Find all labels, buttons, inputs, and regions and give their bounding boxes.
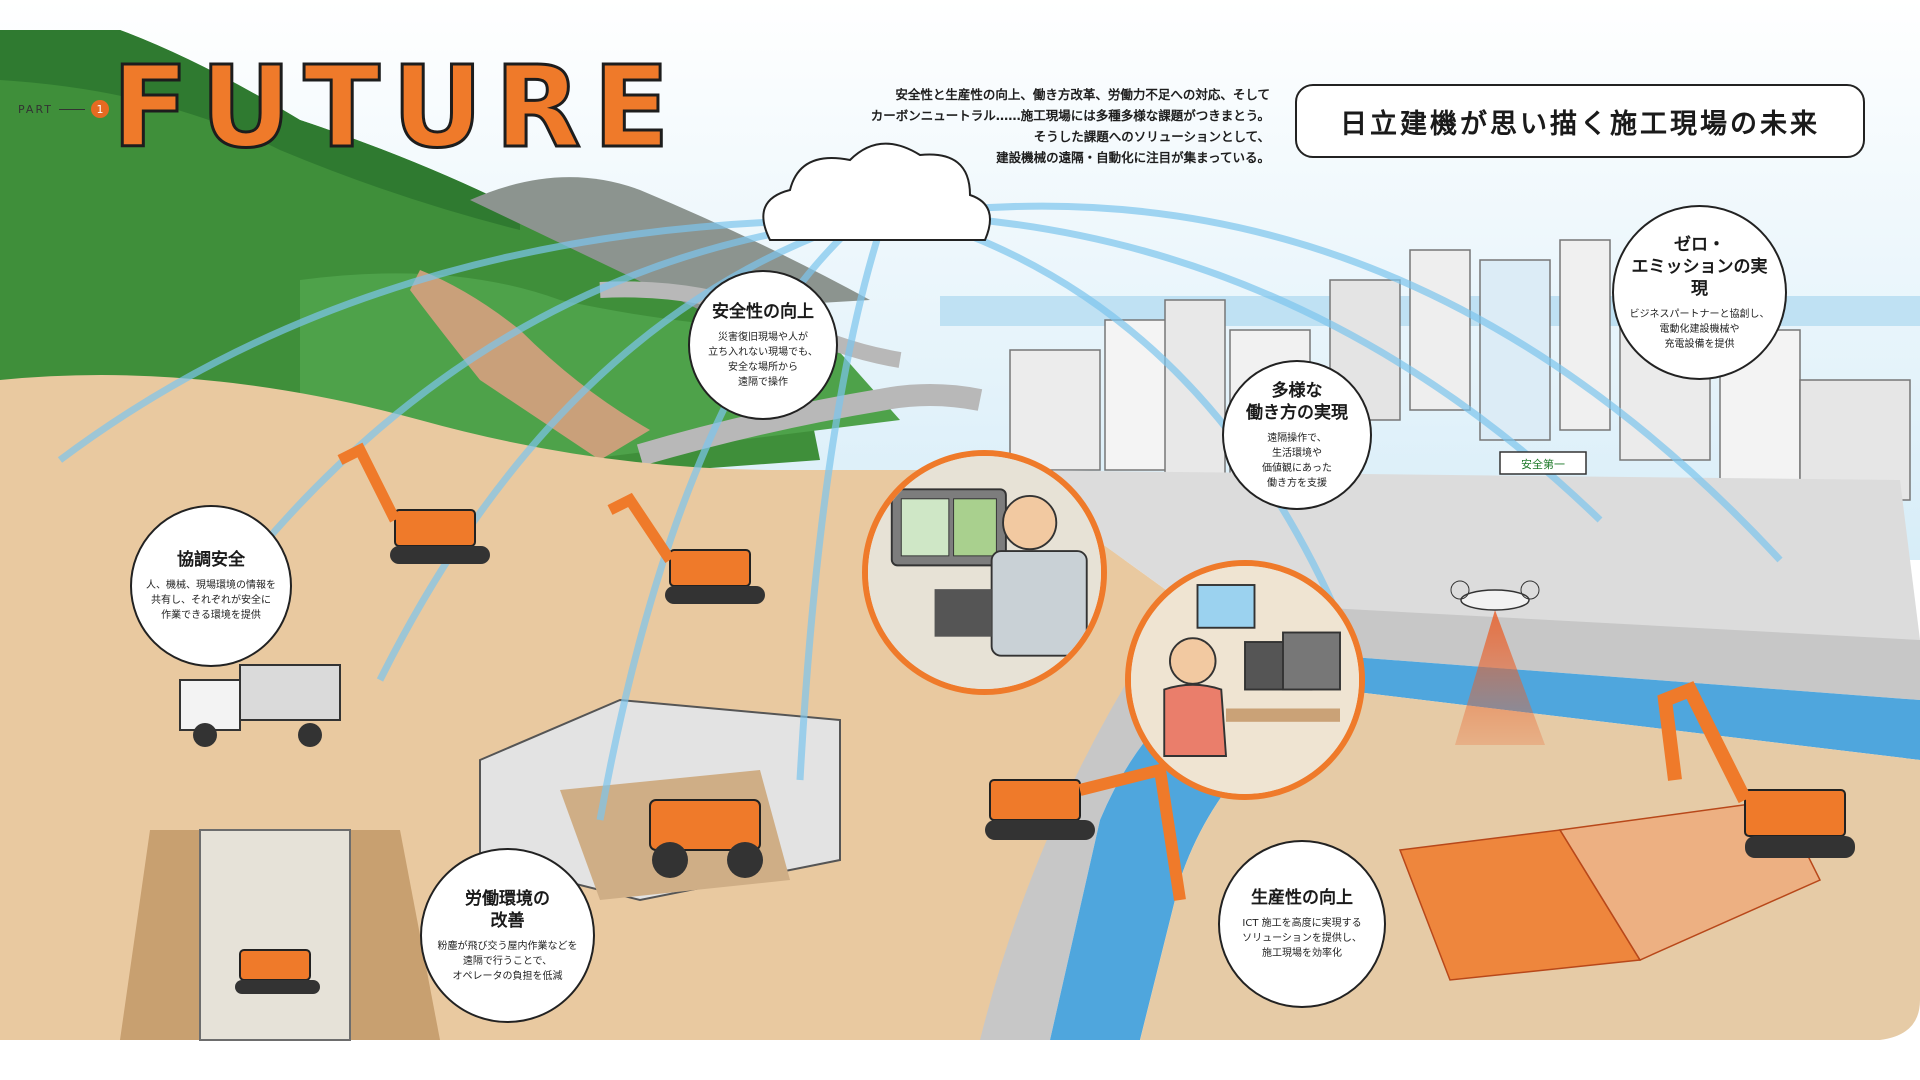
desc-line: ICT 施工を高度に実現する <box>1242 918 1362 929</box>
desc-line: 作業できる環境を提供 <box>161 610 261 621</box>
excavator-bank <box>985 762 1186 901</box>
drone-scan-beam <box>1455 610 1545 745</box>
home-operator-inset <box>1125 560 1365 800</box>
wireless-signal-arcs <box>57 202 1783 821</box>
bubble-safety: 安全性の向上 災害復旧現場や人が 立ち入れない現場でも、 安全な場所から 遠隔で… <box>688 270 838 420</box>
headline-text: 日立建機が思い描く施工現場の未来 <box>1340 108 1820 140</box>
desc-line: 価値観にあった <box>1262 462 1332 474</box>
excavator-river <box>1657 681 1855 858</box>
excavator-slope <box>337 442 490 564</box>
wheel-loader-shed <box>649 799 763 878</box>
bubble-work-styles: 多様な 働き方の実現 遠隔操作で、 生活環境や 価値観にあった 働き方を支援 <box>1222 360 1372 510</box>
bubble-zero-emission-desc: ビジネスパートナーと協創し、 電動化建設機械や 充電設備を提供 <box>1630 307 1770 352</box>
bubble-safety-title: 安全性の向上 <box>712 301 814 322</box>
intro-line: 安全性と生産性の向上、働き方改革、労働力不足への対応、そして <box>895 87 1270 102</box>
bubble-labor-desc: 粉塵が飛び交う屋内作業などを 遠隔で行うことで、 オペレータの負担を低減 <box>438 939 578 984</box>
title-line: 労働環境の <box>465 888 550 909</box>
desc-line: 遠隔操作で、 <box>1267 432 1327 444</box>
page-title: FUTURE <box>111 43 682 173</box>
excavator-middle <box>607 492 765 604</box>
desc-line: 安全な場所から <box>727 361 798 373</box>
part-label: PART 1 <box>18 100 110 118</box>
desc-line: 人、機械、現場環境の情報を <box>146 580 276 591</box>
desc-line: 働き方を支援 <box>1267 477 1327 489</box>
title-line: 多様な <box>1271 380 1323 401</box>
bubble-work-styles-desc: 遠隔操作で、 生活環境や 価値観にあった 働き方を支援 <box>1262 431 1332 491</box>
desc-line: 粉塵が飛び交う屋内作業などを <box>437 940 578 952</box>
title-line: ゼロ・ <box>1674 234 1725 255</box>
desc-line: 遠隔で行うことで、 <box>462 955 553 967</box>
forest-ridge <box>0 30 520 230</box>
bubble-cooperative-desc: 人、機械、現場環境の情報を 共有し、それぞれが安全に 作業できる環境を提供 <box>146 578 276 623</box>
desc-line: 共有し、それぞれが安全に <box>151 595 271 606</box>
dump-truck <box>179 664 341 747</box>
safety-sign-text: 安全第一 <box>1521 457 1565 471</box>
headline-box: 日立建機が思い描く施工現場の未来 <box>1295 84 1865 158</box>
title-line: エミッションの実現 <box>1631 256 1768 299</box>
lower-road <box>636 384 983 466</box>
bubble-productivity-desc: ICT 施工を高度に実現する ソリューションを提供し、 施工現場を効率化 <box>1242 916 1362 961</box>
bubble-labor-environment: 労働環境の 改善 粉塵が飛び交う屋内作業などを 遠隔で行うことで、 オペレータの… <box>420 848 595 1023</box>
drone-icon <box>1450 580 1540 611</box>
desc-line: 充電設備を提供 <box>1664 338 1735 350</box>
part-label-line <box>59 108 86 110</box>
remote-operator-inset <box>862 450 1107 695</box>
bubble-cooperative-safety: 協調安全 人、機械、現場環境の情報を 共有し、それぞれが安全に 作業できる環境を… <box>130 505 292 667</box>
bubble-productivity-title: 生産性の向上 <box>1251 888 1353 908</box>
part-number-badge: 1 <box>91 100 110 118</box>
bubble-productivity: 生産性の向上 ICT 施工を高度に実現する ソリューションを提供し、 施工現場を… <box>1218 840 1386 1008</box>
intro-line: カーボンニュートラル……施工現場には多種多様な課題がつきまとう。 <box>870 108 1270 123</box>
desc-line: ソリューションを提供し、 <box>1242 933 1362 944</box>
bubble-cooperative-title: 協調安全 <box>177 550 245 570</box>
embankment <box>980 600 1920 1040</box>
intro-line: 建設機械の遠隔・自動化に注目が集まっている。 <box>996 150 1270 165</box>
desc-line: オペレータの負担を低減 <box>452 970 563 982</box>
river <box>1050 650 1920 1040</box>
bubble-zero-emission: ゼロ・ エミッションの実現 ビジネスパートナーと協創し、 電動化建設機械や 充電… <box>1612 205 1787 380</box>
desc-line: 立ち入れない現場でも、 <box>708 346 818 358</box>
desc-line: 施工現場を効率化 <box>1262 948 1342 959</box>
desc-line: ビジネスパートナーと協創し、 <box>1629 308 1770 320</box>
bubble-labor-title: 労働環境の 改善 <box>465 888 550 932</box>
bubble-safety-desc: 災害復旧現場や人が 立ち入れない現場でも、 安全な場所から 遠隔で操作 <box>708 330 818 390</box>
cloud-icon <box>762 142 991 241</box>
landslide-area <box>410 270 650 460</box>
desc-line: 遠隔で操作 <box>737 376 788 388</box>
shaft-wall <box>199 829 351 1041</box>
safety-sign: 安全第一 <box>1499 451 1587 475</box>
bubble-zero-emission-title: ゼロ・ エミッションの実現 <box>1624 234 1775 300</box>
desc-line: 生活環境や <box>1272 447 1322 459</box>
bubble-work-styles-title: 多様な 働き方の実現 <box>1246 380 1348 424</box>
page-corner <box>1880 1000 1920 1040</box>
title-line: 改善 <box>490 910 525 931</box>
part-label-text: PART <box>18 102 54 116</box>
desc-line: 災害復旧現場や人が <box>717 331 808 343</box>
intro-text: 安全性と生産性の向上、働き方改革、労働力不足への対応、そして カーボンニュートラ… <box>820 84 1270 168</box>
desc-line: 電動化建設機械や <box>1659 323 1740 335</box>
title-line: 働き方の実現 <box>1246 402 1348 423</box>
pit-excavator <box>235 949 320 994</box>
intro-line: そうした課題へのソリューションとして、 <box>1033 129 1270 144</box>
